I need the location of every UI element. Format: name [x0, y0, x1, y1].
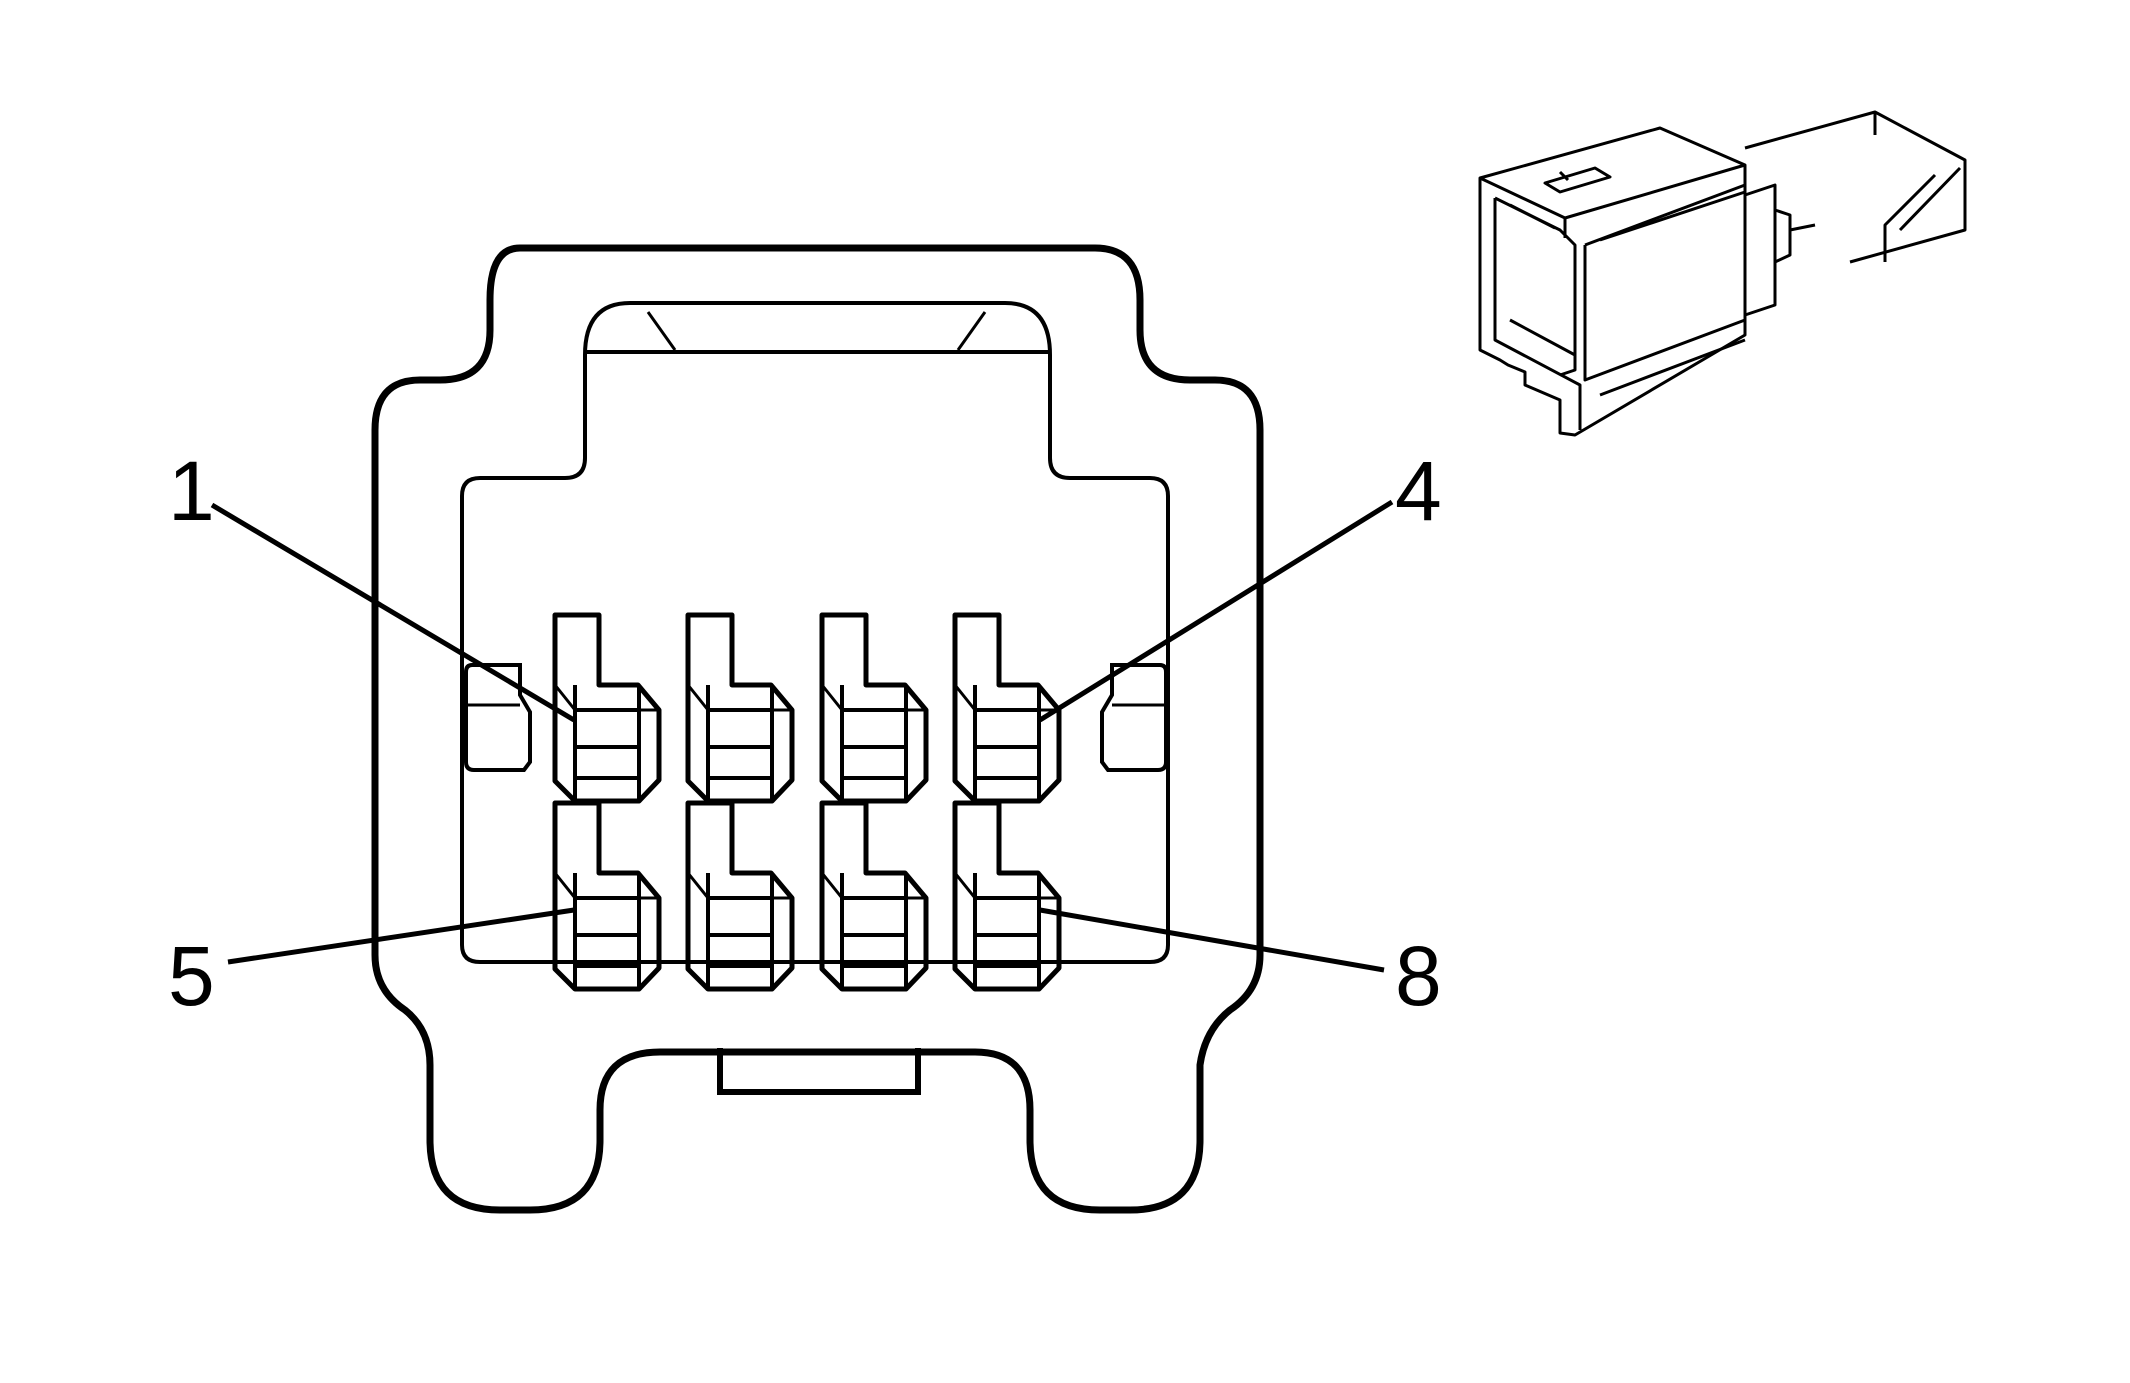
- leader-line-pin-1: [210, 502, 576, 723]
- connector-isometric-icon: [1478, 110, 1967, 437]
- left-guide: [464, 663, 532, 772]
- terminal-pin-4: [955, 615, 1059, 801]
- pin-label-4: 4: [1395, 444, 1442, 538]
- terminal-pin-1: [555, 615, 659, 801]
- terminal-pin-3: [822, 615, 926, 801]
- leader-line-pin-5: [227, 907, 575, 965]
- pin-label-1: 1: [168, 444, 215, 538]
- connector-housing-outer: [371, 244, 1264, 1214]
- leader-line-pin-8: [1039, 907, 1385, 973]
- terminal-pin-2: [688, 615, 792, 801]
- leader-line-pin-4: [1038, 499, 1394, 723]
- right-guide: [1100, 663, 1168, 772]
- connector-cavity: [460, 301, 1170, 964]
- pin-label-8: 8: [1395, 929, 1442, 1023]
- pin-label-5: 5: [168, 929, 215, 1023]
- connector-key-slot: [717, 1048, 921, 1095]
